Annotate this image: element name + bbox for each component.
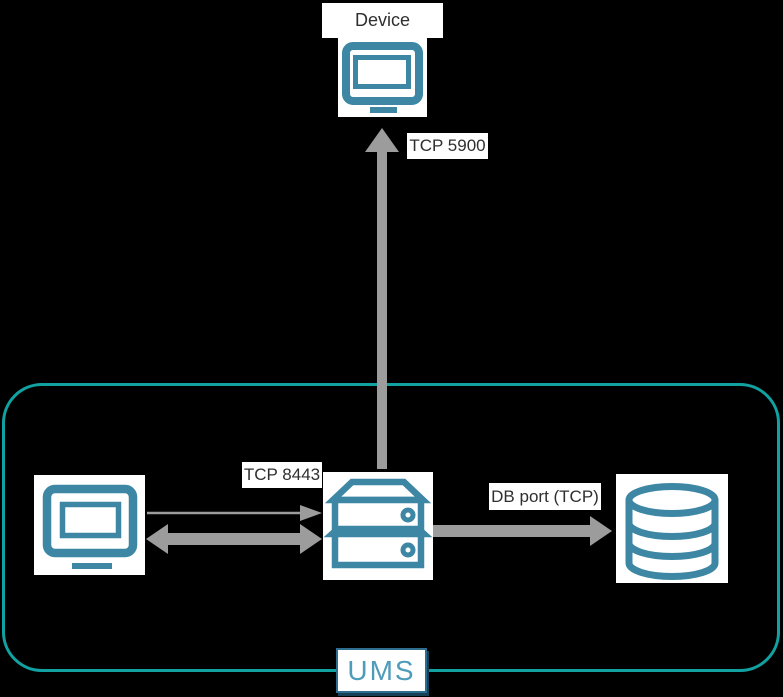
ums-container-label: UMS: [336, 648, 427, 693]
db-port-label: DB port (TCP): [489, 483, 601, 510]
device-node: [338, 38, 427, 117]
monitor-icon: [42, 484, 138, 569]
bidirectional-arrow: [146, 524, 322, 554]
db-port-arrow: [432, 516, 612, 546]
ums-server-node: [323, 472, 433, 580]
monitor-icon: [342, 42, 423, 113]
server-icon: [323, 478, 433, 569]
tcp5900-arrow: [365, 128, 399, 469]
tcp5900-label: TCP 5900: [407, 133, 488, 159]
database-node: [616, 474, 728, 583]
device-node-label: Device: [322, 3, 443, 38]
tcp8443-label: TCP 8443: [242, 462, 322, 488]
tcp8443-arrow: [147, 505, 322, 521]
database-icon: [625, 483, 719, 580]
admin-console-node: [34, 475, 145, 575]
